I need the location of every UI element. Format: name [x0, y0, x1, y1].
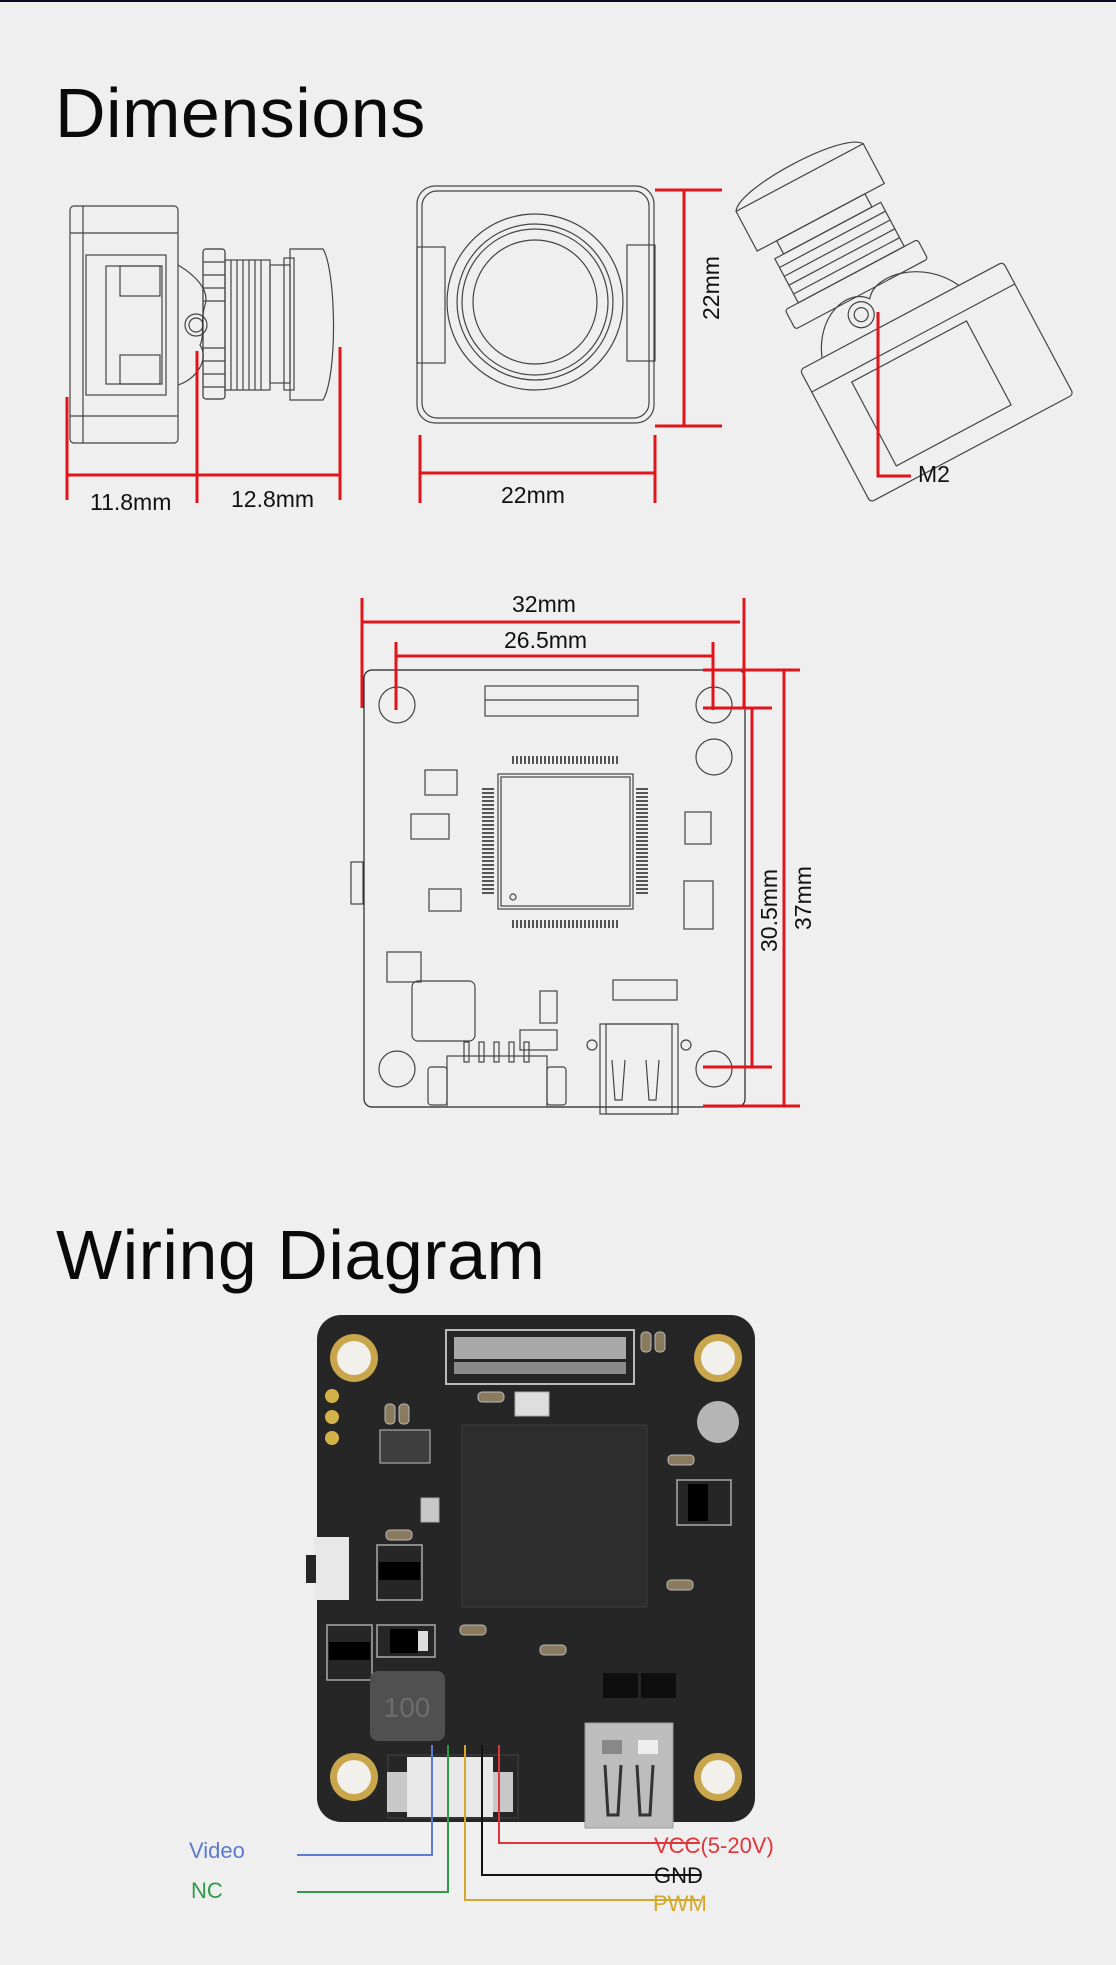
gold-pads	[325, 1389, 339, 1445]
usb-connector	[584, 1722, 674, 1829]
camera-front-view	[416, 185, 656, 424]
dimensions-title: Dimensions	[55, 74, 426, 152]
wire-pwm	[464, 1745, 700, 1901]
screw-label: M2	[918, 461, 950, 487]
camera-iso-view	[735, 141, 1073, 502]
dim-hole-spacing-x: 26.5mm	[504, 627, 587, 653]
inductor	[370, 1671, 445, 1741]
side-view-dimension-lines	[65, 347, 342, 503]
chip-pins	[482, 756, 648, 928]
top-border	[0, 0, 1116, 2]
wire-video	[297, 1745, 433, 1856]
thread-lines	[230, 260, 262, 390]
camera-side-view	[69, 205, 335, 444]
wire-vcc	[498, 1745, 700, 1844]
wire-nc	[297, 1745, 449, 1893]
inductor-label: 100	[384, 1692, 431, 1723]
dim-lens-length: 12.8mm	[231, 486, 314, 512]
dim-board-width: 32mm	[512, 591, 576, 617]
wire-gnd	[481, 1745, 700, 1876]
connector-pins	[463, 1041, 530, 1063]
jst-connector	[407, 1757, 493, 1817]
front-view-dimension-lines	[418, 188, 722, 503]
label-pwm: PWM	[653, 1891, 707, 1916]
wiring-board: 100	[306, 1315, 755, 1829]
dim-hole-spacing-y: 30.5mm	[756, 869, 782, 952]
iso-view-leader-line	[876, 312, 911, 478]
wiring-diagram-title: Wiring Diagram	[56, 1216, 546, 1294]
mounting-holes	[330, 1334, 742, 1801]
dim-board-height: 37mm	[790, 866, 816, 930]
dim-front-width: 22mm	[501, 482, 565, 508]
label-nc: NC	[191, 1878, 223, 1903]
board-dimension-lines	[360, 598, 800, 1108]
dim-body-length: 11.8mm	[90, 489, 171, 515]
dim-front-height: 22mm	[698, 256, 724, 320]
label-gnd: GND	[654, 1863, 703, 1888]
knurl-lines	[203, 261, 225, 388]
board-outline-drawing	[350, 669, 746, 1115]
label-video: Video	[189, 1838, 245, 1863]
button-pad	[697, 1401, 739, 1443]
wire-lines	[297, 1745, 700, 1901]
label-vcc: VCC(5-20V)	[654, 1833, 774, 1858]
